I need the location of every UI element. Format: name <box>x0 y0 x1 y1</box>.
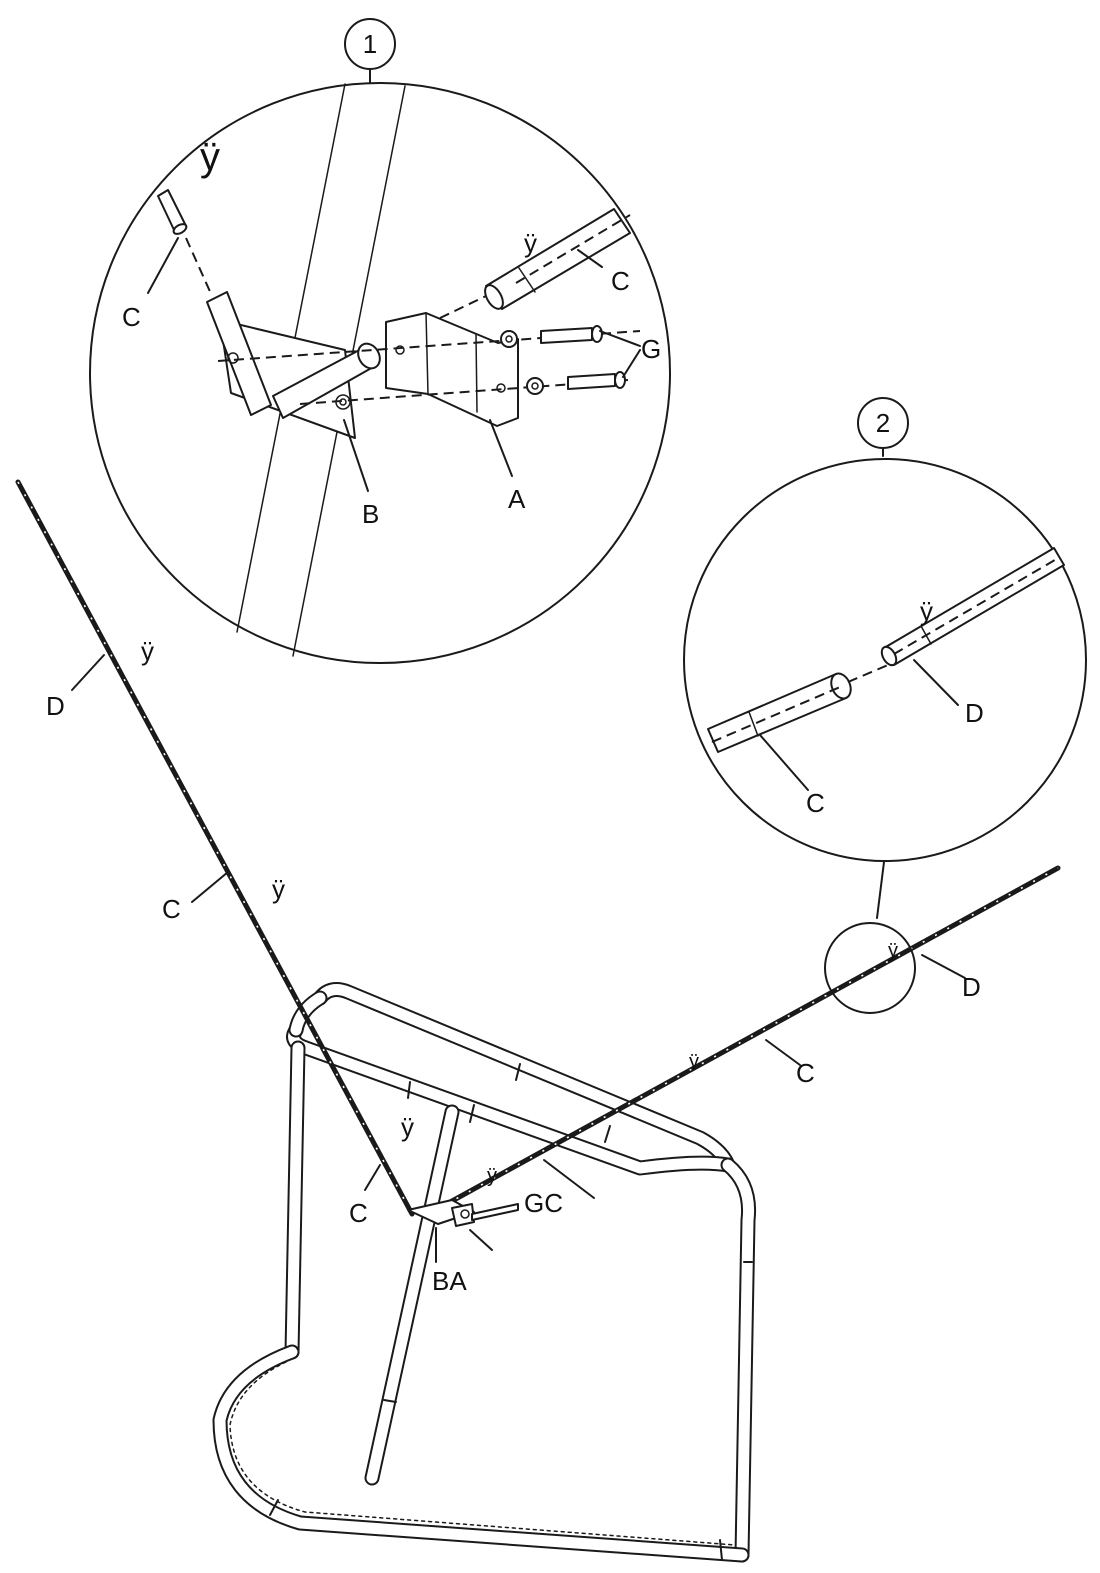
main-mark-zoom: ÿ <box>888 940 898 962</box>
detail-2-label-c: C <box>806 788 825 818</box>
main-mark-d-left: ÿ <box>141 636 154 666</box>
detail-1-label-c-left: C <box>122 302 141 332</box>
detail-1-circle <box>89 82 671 664</box>
detail-1-mark-top: ÿ <box>200 135 220 179</box>
right-pole <box>429 865 1061 1215</box>
detail-1-label-b: B <box>362 499 379 529</box>
main-mark-c-left: ÿ <box>272 874 285 904</box>
main-label-d-right: D <box>962 972 981 1002</box>
main-label-ba: BA <box>432 1266 467 1296</box>
detail-1-label-g: G <box>641 334 661 364</box>
bracket-b <box>206 291 381 492</box>
main-assembly: D ÿ C ÿ ÿ C ÿ GC BA ÿ C ÿ D <box>15 479 1061 1563</box>
detail-2-mark: ÿ <box>920 596 933 626</box>
tube-c-upper <box>147 189 213 297</box>
goal-frame <box>212 982 757 1563</box>
zoom-circle <box>824 922 916 1014</box>
main-mark-center: ÿ <box>401 1112 414 1142</box>
main-label-c-left: C <box>162 894 181 924</box>
tube-c-right <box>439 208 631 319</box>
junction-brackets <box>407 1199 519 1263</box>
main-mark-right-small: ÿ <box>487 1165 497 1187</box>
main-label-gc: GC <box>524 1188 563 1218</box>
main-label-d-left: D <box>46 691 65 721</box>
main-label-c-center: C <box>349 1198 368 1228</box>
detail-1-label-c-right: C <box>611 266 630 296</box>
detail-2-circle <box>683 458 1087 862</box>
main-label-c-right: C <box>796 1058 815 1088</box>
bolts-g <box>500 325 641 395</box>
detail-2-label-d: D <box>965 698 984 728</box>
left-pole <box>15 479 415 1217</box>
step-1-number: 1 <box>363 29 377 59</box>
bracket-a <box>385 312 519 477</box>
step-1-detail: 1 <box>89 18 671 664</box>
main-mark-right-pole: ÿ <box>689 1051 699 1073</box>
detail-1-label-a: A <box>508 484 526 514</box>
step-2-detail: 2 ÿ D C <box>683 397 1087 919</box>
step-2-number: 2 <box>876 408 890 438</box>
detail-1-mark-c: ÿ <box>524 228 537 258</box>
